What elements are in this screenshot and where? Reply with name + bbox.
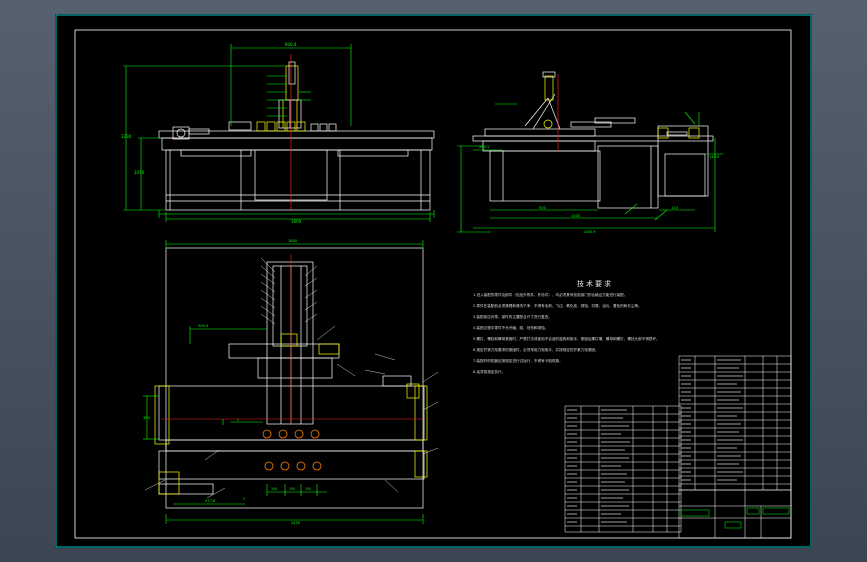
inner-frame bbox=[74, 29, 792, 539]
technical-note-item: 1.进入装配的零件及部件（包括外购件、外协件），均必须具有检验部门的合格证方能进… bbox=[473, 293, 628, 297]
side-view bbox=[472, 71, 714, 209]
technical-note-item: 3.装配前应对零、部件的主要配合尺寸进行复查。 bbox=[473, 315, 552, 319]
front-dim-height: 1230 bbox=[121, 134, 132, 139]
plan-dim-left: 500.4 bbox=[198, 324, 209, 328]
outer-frame bbox=[55, 14, 812, 548]
front-dimensions bbox=[123, 44, 435, 222]
bom-table-left bbox=[564, 405, 682, 533]
technical-note-item: 8.油漆按规定执行。 bbox=[473, 370, 506, 374]
bom-text-marks bbox=[567, 359, 743, 523]
side-dim-right-v: 140.4 bbox=[709, 155, 720, 159]
technical-note-item: 2.零件在装配前必须清理和清洗干净，不得有毛刺、飞边、氧化皮、锈蚀、切屑、油污、… bbox=[473, 304, 642, 308]
front-dim-inner: 1070 bbox=[134, 170, 145, 175]
plan-dim-side: 300 bbox=[143, 416, 151, 420]
front-view bbox=[158, 61, 435, 211]
front-dim-base: 1600 bbox=[291, 219, 302, 224]
plan-dim-bottom-2: 100 bbox=[289, 487, 295, 491]
plan-dim-top: 1800 bbox=[288, 239, 298, 243]
drawing-sheet: 600.4 1230 1070 1600 bbox=[55, 14, 812, 548]
plan-label-2: 2 bbox=[243, 497, 245, 501]
plan-label-1: 1 bbox=[237, 418, 239, 422]
plan-dim-bottom-1: 100 bbox=[271, 487, 277, 491]
technical-note-item: 7.装配好的机器应按规定进行试运行，不得有卡阻现象。 bbox=[473, 359, 563, 363]
plan-dim-width: 2450 bbox=[291, 521, 301, 525]
technical-notes-title: 技术要求 bbox=[577, 280, 613, 288]
side-dimensions bbox=[457, 103, 723, 233]
plan-dim-bottom-left: 477.6 bbox=[205, 499, 216, 503]
side-dim-total: 1100 bbox=[571, 214, 581, 218]
front-dim-top: 600.4 bbox=[285, 42, 297, 47]
technical-note-item: 5.螺钉、螺栓和螺母紧固时，严禁打击或使用不合适的旋具和扳手，紧固后螺钉槽、螺母… bbox=[473, 337, 660, 341]
plan-tool-heads bbox=[262, 429, 322, 471]
title-block bbox=[678, 489, 792, 539]
side-dim-top-left: 200.1 bbox=[479, 145, 489, 149]
plan-leaders bbox=[144, 257, 439, 499]
side-dim-right: 110 bbox=[671, 206, 679, 210]
plan-dimensions bbox=[143, 240, 424, 524]
technical-note-item: 6.规定拧紧力矩要求的紧固件，必须采用力矩扳手，并按规定的拧紧力矩紧固。 bbox=[473, 348, 599, 352]
bom-table-right bbox=[678, 355, 792, 491]
technical-note-item: 4.装配过程中零件不允许磕、碰、划伤和锈蚀。 bbox=[473, 326, 549, 330]
plan-dim-bottom-3: 100 bbox=[305, 487, 311, 491]
side-dim-overall: 1300.9 bbox=[583, 230, 596, 234]
cad-drawing: 600.4 1230 1070 1600 bbox=[55, 14, 812, 548]
side-dim-main: 500 bbox=[539, 206, 547, 210]
